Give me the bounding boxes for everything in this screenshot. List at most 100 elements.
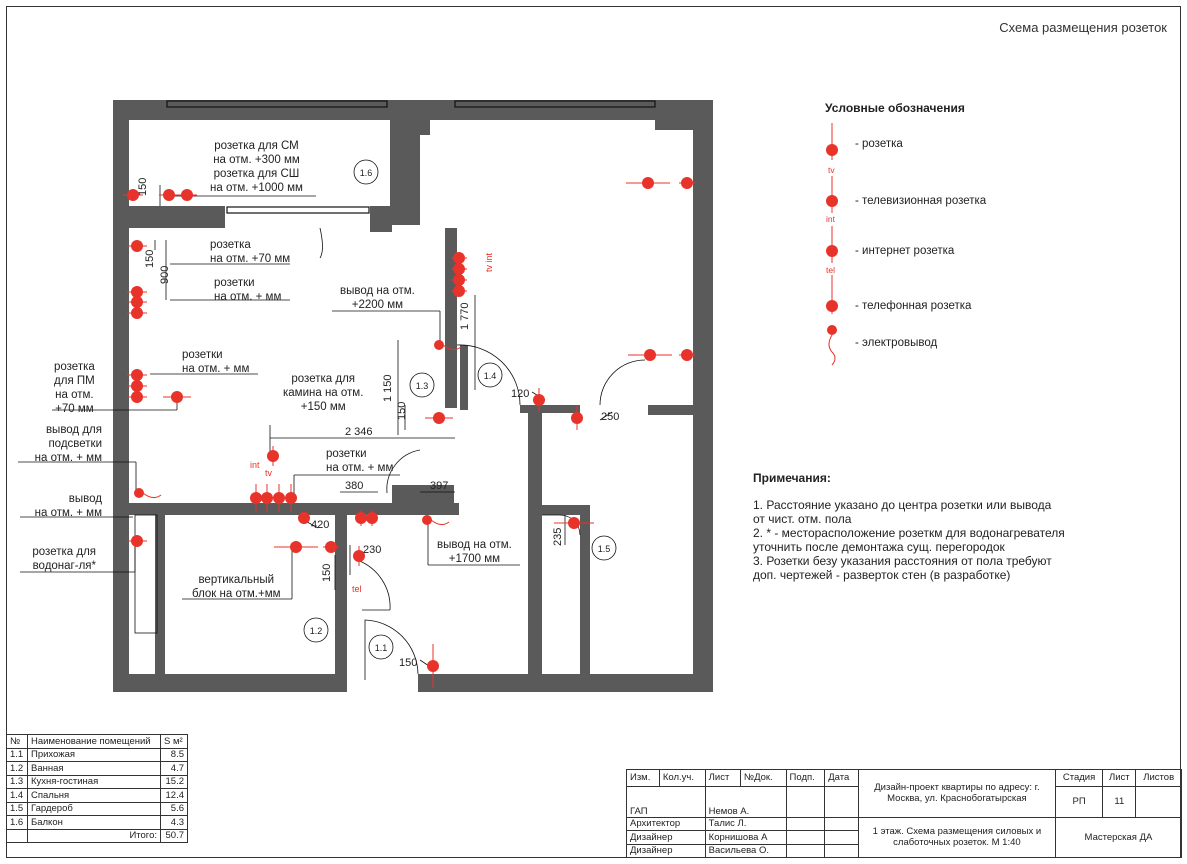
legend-phone-socket-icon <box>826 300 838 312</box>
table-header: № Наименование помещений S м² <box>6 734 188 749</box>
window-inner <box>226 206 370 214</box>
socket-icon <box>298 512 310 524</box>
note-line: доп. чертежей - разверток стен (в разраб… <box>753 568 1011 582</box>
socket-icon <box>325 541 337 553</box>
socket-icon <box>366 512 378 524</box>
socket-icon <box>131 286 143 298</box>
socket-icon <box>533 394 545 406</box>
legend-symbols <box>826 123 838 366</box>
tag-tel: tel <box>352 584 362 594</box>
legend-label-internet: - интернет розетка <box>855 245 955 257</box>
dimension-lines <box>154 185 613 669</box>
outlet-icon <box>134 488 144 498</box>
stage-value: РП <box>1054 785 1104 818</box>
socket-icon <box>433 412 445 424</box>
wall-column <box>390 100 430 225</box>
wall-wardrobe-inner <box>580 505 590 675</box>
outlet-cable <box>442 344 462 351</box>
room-tag-1-6 <box>353 159 379 185</box>
legend-label-outlet: - электровывод <box>855 337 938 349</box>
title-block: Изм. Кол.уч. Лист №Док. Подп. Дата Дизай… <box>626 769 1183 859</box>
walls <box>113 100 713 692</box>
legend-label-socket: - розетка <box>855 138 903 150</box>
bath-block <box>134 514 158 634</box>
window-balcony <box>166 100 388 108</box>
outlet-icon <box>422 515 432 525</box>
wall-bedroom-door <box>520 405 580 413</box>
sheet-title: Схема размещения розеток <box>999 20 1167 35</box>
wall-bath-top <box>129 503 459 515</box>
dim-text: 150 <box>137 177 149 196</box>
door-balcony <box>319 227 323 259</box>
notes-title: Примечания: <box>753 471 831 485</box>
legend-tag: int <box>826 214 835 224</box>
wall-bottom-left <box>113 674 341 692</box>
legend-tag: tel <box>826 265 835 275</box>
notes: 1. Расстояние указано до центра розетки … <box>753 498 1065 582</box>
legend-label-phone: - телефонная розетка <box>855 300 972 312</box>
door-bath <box>356 559 391 611</box>
wall-left <box>113 100 129 690</box>
room-tag-1-3 <box>409 372 435 398</box>
socket-icon <box>131 391 143 403</box>
outlet-icon <box>434 340 444 350</box>
room-tag-text: 1.6 <box>359 168 373 178</box>
socket-icon <box>453 285 465 297</box>
wall-balcony-bottom <box>113 206 225 228</box>
door-hall <box>386 449 421 494</box>
dim-text: 150 <box>144 249 156 268</box>
dim-text: 230 <box>363 544 382 556</box>
wall-hall-block <box>392 485 454 515</box>
project-name: Дизайн-проект квартиры по адресу: г. Мос… <box>857 769 1056 818</box>
tag-tv-int: tv int <box>484 252 494 272</box>
dim-text: 1 770 <box>459 302 471 330</box>
wall-bottom-right <box>418 674 711 692</box>
socket-icon <box>571 412 583 424</box>
dim-text: 150 <box>321 563 333 582</box>
dim-text: 1 150 <box>382 374 394 402</box>
sheet-name: 1 этаж. Схема размещения силовых и слабо… <box>857 816 1056 859</box>
dim-text: 250 <box>601 411 620 423</box>
socket-icon <box>290 541 302 553</box>
dim-text: 380 <box>345 480 364 492</box>
room-tag-1-4 <box>477 362 503 388</box>
dim-text: 235 <box>552 527 564 546</box>
label-outlet-2200: вывод на отм.+2200 мм <box>340 285 415 311</box>
wall-wardrobe-top <box>540 505 590 515</box>
socket-icon <box>131 380 143 392</box>
wall-corner <box>655 100 713 130</box>
note-line: уточнить после демонтажа сущ. перегородо… <box>753 540 1005 554</box>
socket-icon <box>267 450 279 462</box>
legend-outlet-icon <box>827 325 837 335</box>
wall-balcony-stub <box>370 206 392 232</box>
socket-icon <box>453 274 465 286</box>
socket-icon <box>171 391 183 403</box>
socket-icon <box>285 492 297 504</box>
dim-text: 2 346 <box>345 426 373 438</box>
door-entry <box>364 619 419 680</box>
room-tag-text: 1.3 <box>415 381 429 391</box>
room-tag-text: 1.5 <box>597 544 611 554</box>
socket-icon <box>273 492 285 504</box>
dim-text: 120 <box>511 388 530 400</box>
socket-icon <box>163 189 175 201</box>
wall-right <box>693 100 713 692</box>
legend-label-tv: - телевизионная розетка <box>855 195 987 207</box>
door-kitchen-bedroom <box>456 344 521 406</box>
door-bedroom <box>599 359 646 406</box>
sockets <box>123 177 695 688</box>
studio-name: Мастерская ДА <box>1054 816 1183 859</box>
note-line: 1. Расстояние указано до центра розетки … <box>753 498 1052 512</box>
note-line: от чист. отм. пола <box>753 512 852 526</box>
